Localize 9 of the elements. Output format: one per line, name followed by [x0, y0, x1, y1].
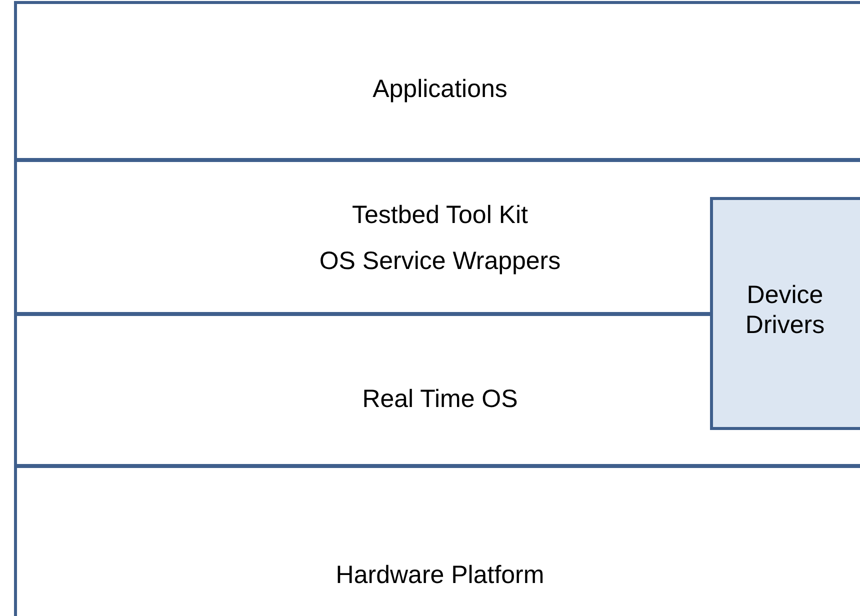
layer-label: OS Service Wrappers — [319, 246, 561, 276]
layer-band — [14, 465, 860, 616]
component-label: Device Drivers — [744, 280, 826, 340]
layer-band — [14, 1, 860, 161]
component-box — [710, 197, 860, 430]
layer-label: Hardware Platform — [336, 560, 544, 590]
layer-label: Testbed Tool Kit — [352, 200, 528, 230]
layer-label: Applications — [372, 74, 508, 104]
layer-label: Real Time OS — [362, 384, 518, 414]
